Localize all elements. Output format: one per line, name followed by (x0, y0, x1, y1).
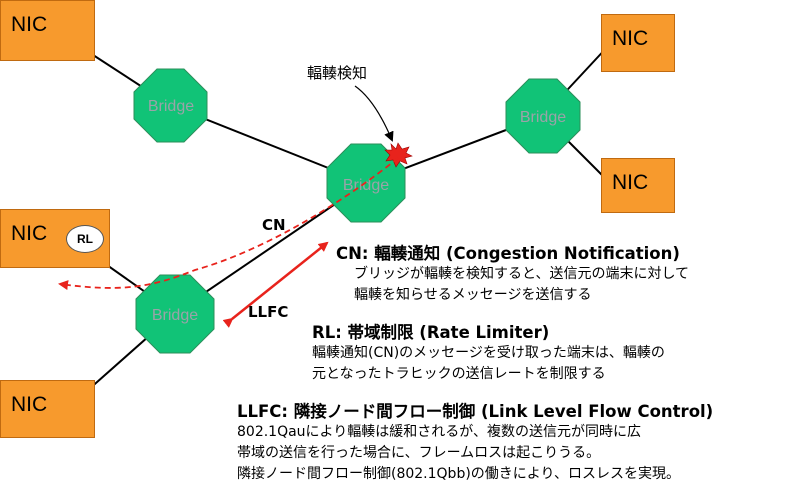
cn-title: CN: 輻輳通知 (Congestion Notification) (336, 244, 680, 263)
congestion-burst-icon (384, 142, 413, 168)
congestion-detect-label: 輻輳検知 (307, 64, 368, 82)
llfc-line: 隣接ノード間フロー制御(802.1Qbb)の働きにより、ロスレスを実現。 (237, 466, 680, 482)
nic-label: NIC (612, 27, 649, 50)
bridge-bottom-left (135, 274, 215, 354)
rl-description: RL: 帯域制限 (Rate Limiter) 輻輳通知(CN)のメッセージを受… (312, 319, 665, 385)
llfc-arrow-label: LLFC (248, 303, 289, 321)
cn-line: 輻輳を知らせるメッセージを送信する (354, 287, 592, 303)
bridge-label: Bridge (520, 109, 566, 126)
bridge-top-left (133, 68, 208, 143)
bridges (133, 68, 581, 354)
bridge-label: Bridge (343, 177, 389, 194)
nic-right: NIC (601, 158, 675, 213)
cn-notification-path (58, 157, 399, 291)
rl-title: RL: 帯域制限 (Rate Limiter) (312, 323, 550, 342)
nic-top-left: NIC (0, 0, 95, 61)
llfc-title: LLFC: 隣接ノード間フロー制御 (Link Level Flow Contr… (237, 402, 714, 421)
llfc-bidirectional-arrow (222, 241, 329, 328)
nic-label: NIC (11, 222, 48, 245)
rate-limiter-badge: RL (66, 225, 104, 253)
nic-top-right: NIC (601, 14, 675, 72)
bridge-top-right (505, 78, 581, 154)
llfc-description: LLFC: 隣接ノード間フロー制御 (Link Level Flow Contr… (237, 398, 713, 485)
cn-line: ブリッジが輻輳を検知すると、送信元の端末に対して (354, 266, 690, 282)
rl-line: 輻輳通知(CN)のメッセージを受け取った端末は、輻輳の (312, 345, 665, 361)
nic-label: NIC (11, 13, 48, 36)
nic-label: NIC (612, 171, 649, 194)
llfc-line: 802.1Qauにより輻輳は緩和されるが、複数の送信元が同時に広 (237, 424, 641, 440)
nic-label: NIC (11, 393, 48, 416)
cn-arrow-label: CN (262, 216, 286, 234)
congestion-pointer-arrow (354, 85, 394, 142)
llfc-line: 帯域の送信を行った場合に、フレームロスは起こりうる。 (237, 445, 601, 461)
cn-description: CN: 輻輳通知 (Congestion Notification) ブリッジが… (336, 240, 689, 306)
bridge-label: Bridge (148, 98, 194, 115)
bridge-label: Bridge (152, 307, 198, 324)
rl-line: 元となったトラヒックの送信レートを制限する (312, 366, 606, 382)
nic-bottom-left: NIC (0, 380, 95, 438)
